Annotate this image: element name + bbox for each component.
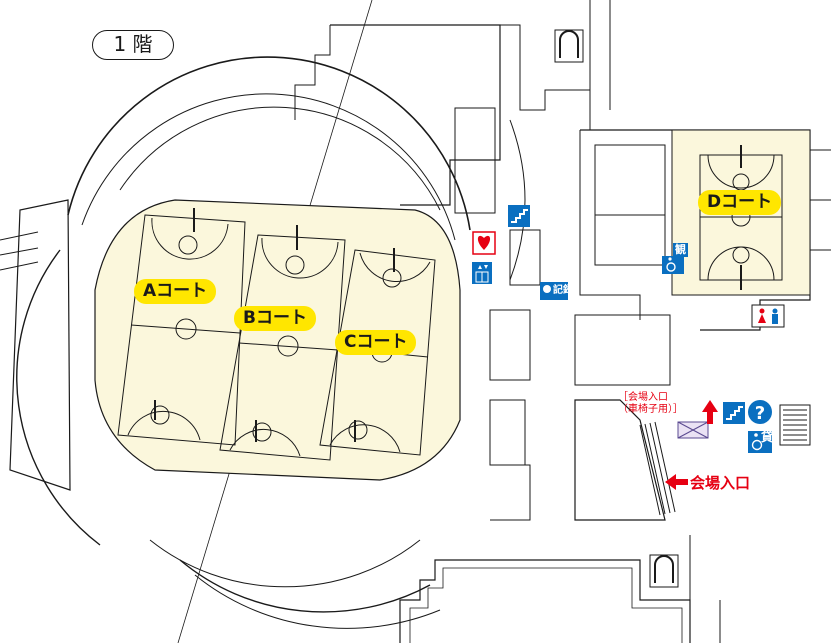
court-c-label-text: Cコート: [344, 332, 408, 352]
record-sign-label: 記録: [553, 283, 573, 299]
court-d-label-text: Dコート: [707, 192, 773, 212]
elevator-icon: [472, 262, 492, 284]
record-sign-text: 記録: [553, 285, 573, 296]
court-c-label: Cコート: [335, 330, 417, 355]
court-a-label-text: Aコート: [143, 281, 208, 301]
court-b-lines: [219, 225, 346, 461]
spectator-sign-label: 観: [673, 243, 688, 257]
wheelchair-entrance-line2: （車椅子用）］: [618, 404, 683, 415]
wheelchair-entrance-label: ［会場入口 （車椅子用）］: [618, 392, 683, 416]
svg-text:?: ?: [755, 403, 765, 424]
main-arena-floor: [94, 199, 461, 481]
stairs-sign-icon: [508, 205, 745, 424]
question-mark-icon: ?: [748, 400, 772, 424]
court-a-lines: [117, 208, 246, 446]
court-b-label: Bコート: [234, 306, 316, 331]
arrow-up-icon: [702, 400, 718, 424]
rental-sign-text: 貸: [761, 430, 774, 444]
stairs-icon: [559, 30, 807, 583]
main-entrance-text: 会場入口: [690, 474, 751, 492]
wheelchair-entrance-line1: ［会場入口: [618, 392, 668, 403]
court-a-label: Aコート: [134, 279, 217, 304]
restroom-icon: [751, 304, 785, 328]
spectator-sign-text: 観: [675, 243, 686, 256]
entrance-ramp: [639, 421, 676, 516]
info-dot-icon: [543, 285, 551, 293]
main-entrance-label: 会場入口: [690, 472, 750, 493]
arrow-left-icon: [665, 474, 688, 490]
floor-label: 1 階: [92, 30, 174, 60]
wheelchair-icon: [662, 256, 772, 453]
court-d-label: Dコート: [698, 190, 782, 215]
rental-sign-label: 貸: [761, 430, 773, 444]
aed-icon: [472, 231, 496, 255]
court-b-label-text: Bコート: [243, 308, 307, 328]
floor-label-text: 1 階: [113, 32, 153, 56]
